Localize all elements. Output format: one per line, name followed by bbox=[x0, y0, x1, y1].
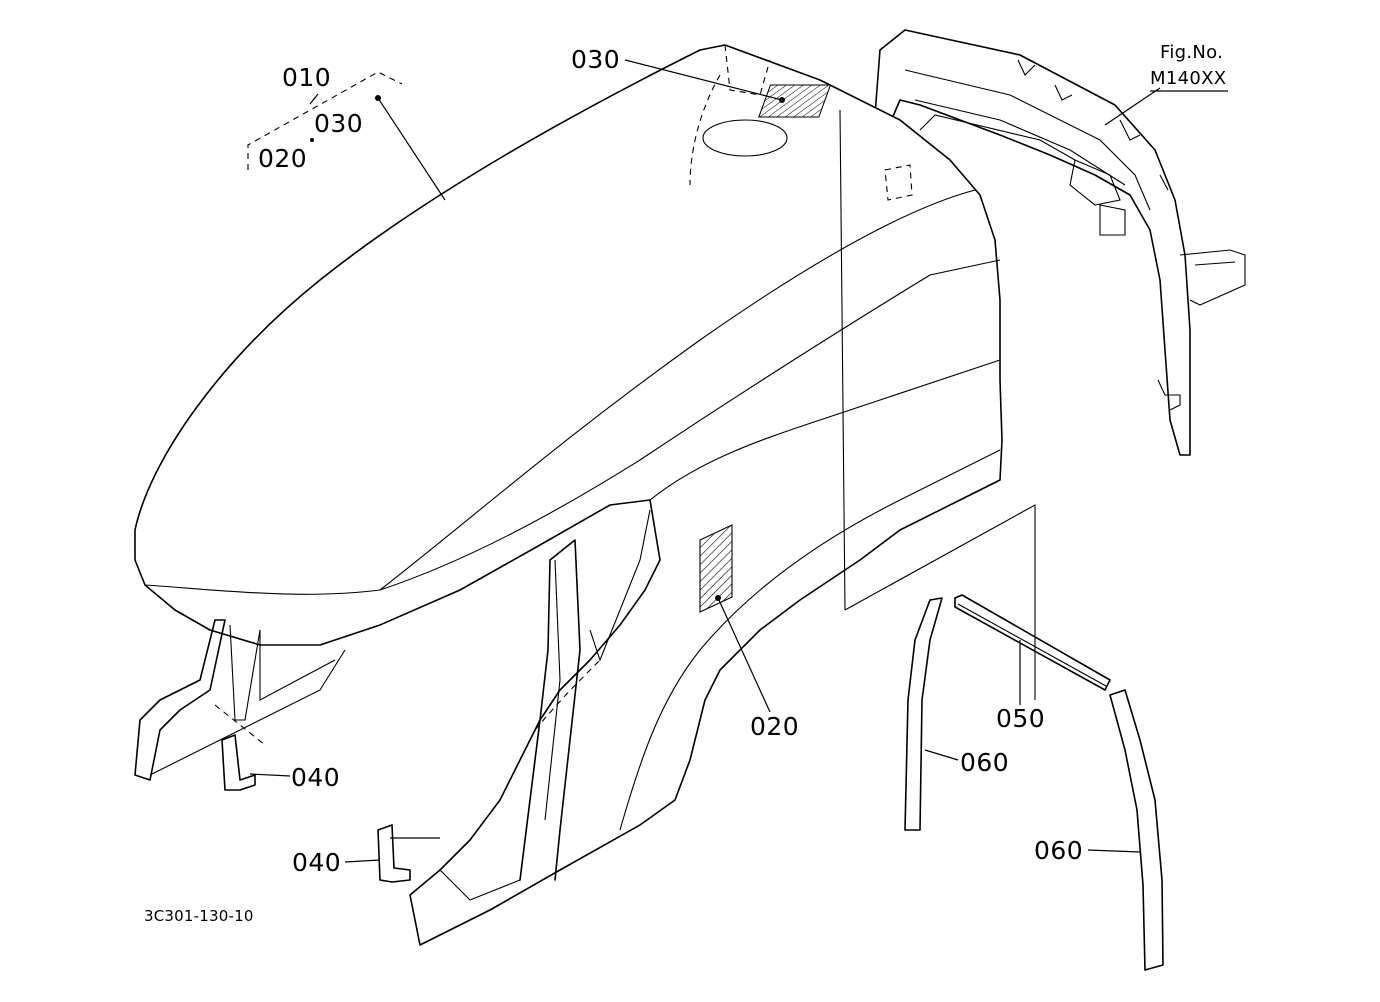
callout-group-010: 010 bbox=[282, 63, 332, 92]
part-060-upper-seal bbox=[904, 597, 943, 831]
leader-lines bbox=[247, 59, 1228, 863]
callout-part-050: 050 bbox=[996, 704, 1046, 733]
callout-part-040-bottom: 040 bbox=[292, 848, 342, 877]
callout-group-030: 030 bbox=[314, 109, 364, 138]
callout-part-020: 020 bbox=[750, 712, 800, 741]
rear-frame-panel bbox=[874, 29, 1246, 456]
figure-label: Fig.No. bbox=[1160, 42, 1224, 63]
part-060-lower-seal bbox=[1109, 689, 1164, 971]
part-050-strip bbox=[954, 594, 1111, 691]
figure-number: M140XX bbox=[1150, 68, 1227, 89]
left-bracket bbox=[134, 619, 346, 781]
part-040-bottom-shape bbox=[377, 824, 411, 883]
hood-assembly bbox=[134, 44, 1003, 946]
callout-part-030: 030 bbox=[571, 45, 621, 74]
callout-part-060-lower: 060 bbox=[1034, 836, 1084, 865]
callout-group-020: 020 bbox=[258, 144, 308, 173]
callout-part-040-left: 040 bbox=[291, 763, 341, 792]
drawing-code: 3C301-130-10 bbox=[144, 907, 254, 925]
callout-part-060-upper: 060 bbox=[960, 748, 1010, 777]
part-040-left-shape bbox=[221, 734, 256, 791]
decal-020 bbox=[699, 524, 733, 613]
center-bracket bbox=[439, 509, 651, 901]
